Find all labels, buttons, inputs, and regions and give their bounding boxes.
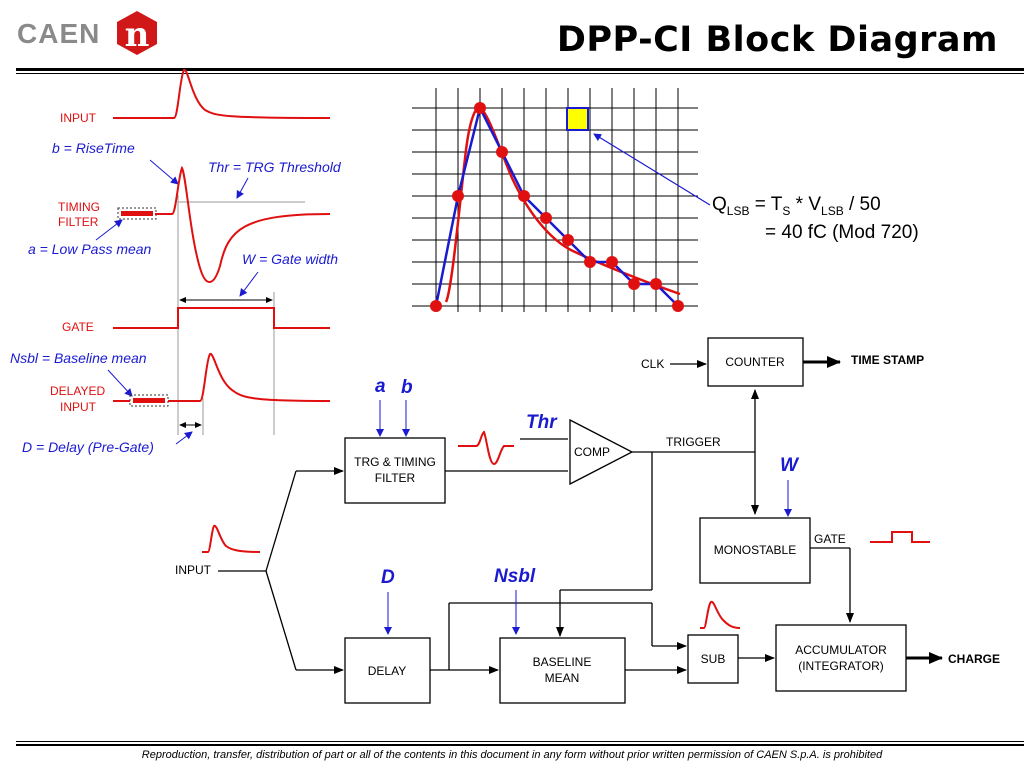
sample-point (452, 190, 464, 202)
footer-rule (16, 741, 1024, 742)
caen-logo-mark: n (117, 11, 157, 55)
accumulator-block (775, 624, 907, 692)
baseline-label-1: BASELINE (533, 655, 592, 669)
baseline-label: Nsbl = Baseline mean (10, 350, 147, 366)
baseline-label-2: MEAN (545, 671, 580, 685)
accumulator-label-2: (INTEGRATOR) (798, 659, 884, 673)
header-rule (16, 68, 1024, 71)
sample-polyline (434, 104, 679, 307)
input-waveform (113, 68, 331, 119)
sample-point (584, 256, 596, 268)
header-rule-thin (16, 73, 1024, 74)
block-diagram: INPUT b = RiseTime Thr = TRG Threshold T… (10, 68, 1000, 704)
param-b-label: b (401, 377, 413, 398)
lsb-cell-highlight (566, 107, 589, 131)
footer-rule-thick (16, 744, 1024, 746)
caen-logo-text: CAEN (17, 18, 101, 49)
param-thr-label: Thr (526, 412, 558, 433)
lowpass-label: a = Low Pass mean (28, 241, 152, 257)
delay-block-label: DELAY (368, 664, 406, 678)
trg-filter-label-2: FILTER (375, 471, 416, 485)
wave-label-gate: GATE (62, 320, 94, 334)
monostable-block (699, 517, 811, 584)
comp-label: COMP (574, 445, 610, 459)
gate-waveform (113, 307, 330, 329)
page-title: DPP-CI Block Diagram (556, 20, 998, 60)
sub-block (687, 634, 739, 684)
sample-point (672, 300, 684, 312)
comparator-block (569, 418, 634, 486)
sample-point (606, 256, 618, 268)
qlsb-formula: QLSB = TS * VLSB / 50 (712, 194, 881, 218)
sampling-plot (412, 88, 711, 312)
param-nsbl-label: Nsbl (494, 566, 536, 587)
rise-time-label: b = RiseTime (52, 140, 135, 156)
sample-point (628, 278, 640, 290)
sample-point (474, 102, 486, 114)
time-stamp-label: TIME STAMP (851, 353, 924, 367)
wave-label-input: INPUT (60, 111, 97, 125)
sample-point (518, 190, 530, 202)
param-w-label: W (780, 455, 800, 476)
trg-filter-label-1: TRG & TIMING (354, 455, 436, 469)
wave-label-filter: FILTER (58, 215, 99, 229)
clk-label: CLK (641, 357, 664, 371)
wave-label-timing: TIMING (58, 200, 100, 214)
wave-label-delayed: DELAYED (50, 384, 105, 398)
delayed-input-waveform (113, 352, 331, 402)
counter-block (707, 337, 804, 387)
caen-logo-letter: n (125, 15, 150, 55)
delay-label: D = Delay (Pre-Gate) (22, 439, 154, 455)
footer-disclaimer: Reproduction, transfer, distribution of … (141, 749, 883, 761)
gate-signal-label: GATE (814, 532, 846, 546)
charge-label: CHARGE (948, 652, 1000, 666)
monostable-label: MONOSTABLE (714, 543, 796, 557)
wave-label-delayed-input: INPUT (60, 400, 97, 414)
input-label: INPUT (175, 563, 212, 577)
threshold-label: Thr = TRG Threshold (208, 159, 342, 175)
sampled-analog-curve (444, 106, 681, 303)
sample-point (540, 212, 552, 224)
sub-label: SUB (701, 652, 726, 666)
qlsb-value: = 40 fC (Mod 720) (765, 222, 919, 243)
timing-waveforms: INPUT b = RiseTime Thr = TRG Threshold T… (10, 68, 342, 455)
trg-timing-filter-block (344, 437, 446, 504)
sample-point (430, 300, 442, 312)
delay-block (344, 637, 431, 704)
signal-flow: CLK COUNTER TIME STAMP a b TRG & TIMING … (175, 337, 1000, 704)
timing-filter-waveform (155, 165, 331, 283)
param-d-label: D (381, 567, 395, 588)
gate-width-label: W = Gate width (242, 251, 338, 267)
sample-point (496, 146, 508, 158)
param-a-label: a (375, 376, 386, 397)
sample-point (562, 234, 574, 246)
trigger-label: TRIGGER (666, 435, 721, 449)
counter-label: COUNTER (725, 355, 785, 369)
sample-point (650, 278, 662, 290)
baseline-mean-block (499, 637, 626, 704)
accumulator-label-1: ACCUMULATOR (795, 643, 887, 657)
